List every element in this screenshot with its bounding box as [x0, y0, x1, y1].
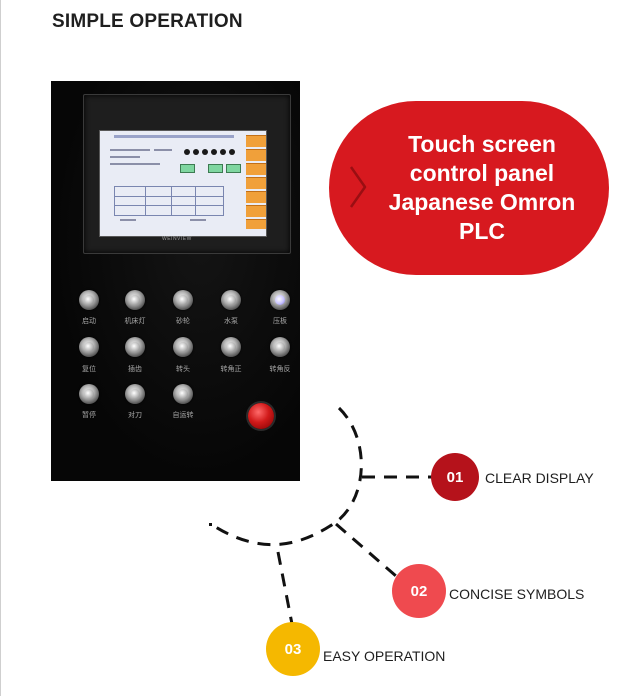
hmi-display	[99, 130, 267, 237]
button-label: 启动	[82, 317, 96, 325]
turn-head-pushbutton	[173, 337, 193, 357]
hmi-brand-label: WEINVIEW	[162, 236, 192, 242]
angle-reverse-pushbutton	[270, 337, 290, 357]
callout-text: Touch screen control panel Japanese Omro…	[388, 131, 576, 244]
angle-forward-pushbutton	[221, 337, 241, 357]
button-label: 复位	[82, 365, 96, 373]
emergency-stop-button	[248, 403, 274, 429]
auto-run-pushbutton	[173, 384, 193, 404]
reset-pushbutton	[79, 337, 99, 357]
feature-label: CLEAR DISPLAY	[485, 470, 594, 486]
tool-setting-pushbutton	[125, 384, 145, 404]
machine-lamp-pushbutton	[125, 290, 145, 310]
button-label: 砂轮	[176, 317, 190, 325]
button-label: 转角反	[269, 365, 291, 373]
chevron-right-icon	[349, 166, 367, 208]
grinding-wheel-pushbutton	[173, 290, 193, 310]
callout-bubble: Touch screen control panel Japanese Omro…	[329, 101, 609, 275]
feature-badge-02: 02	[392, 564, 446, 618]
button-label: 压板	[273, 317, 287, 325]
touch-screen-bezel: WEINVIEW	[83, 94, 291, 254]
feature-badge-01: 01	[431, 453, 479, 501]
button-label: 插齿	[128, 365, 142, 373]
button-label: 暂停	[82, 411, 96, 419]
button-label: 转头	[176, 365, 190, 373]
start-pushbutton	[79, 290, 99, 310]
water-pump-pushbutton	[221, 290, 241, 310]
control-panel-photo: WEINVIEW 启动 机床灯 砂轮 水泵 压板 复位 插齿 转头 转角正 转角…	[51, 81, 300, 481]
page-title: SIMPLE OPERATION	[52, 11, 243, 32]
button-label: 机床灯	[124, 317, 146, 325]
feature-label: EASY OPERATION	[323, 648, 446, 664]
button-label: 转角正	[220, 365, 242, 373]
button-label: 自运转	[172, 411, 194, 419]
left-border-line	[0, 0, 1, 696]
pause-pushbutton	[79, 384, 99, 404]
button-label: 水泵	[224, 317, 238, 325]
feature-label: CONCISE SYMBOLS	[449, 586, 585, 602]
clamp-pushbutton	[270, 290, 290, 310]
button-label: 对刀	[128, 411, 142, 419]
gear-shaping-pushbutton	[125, 337, 145, 357]
feature-badge-03: 03	[266, 622, 320, 676]
